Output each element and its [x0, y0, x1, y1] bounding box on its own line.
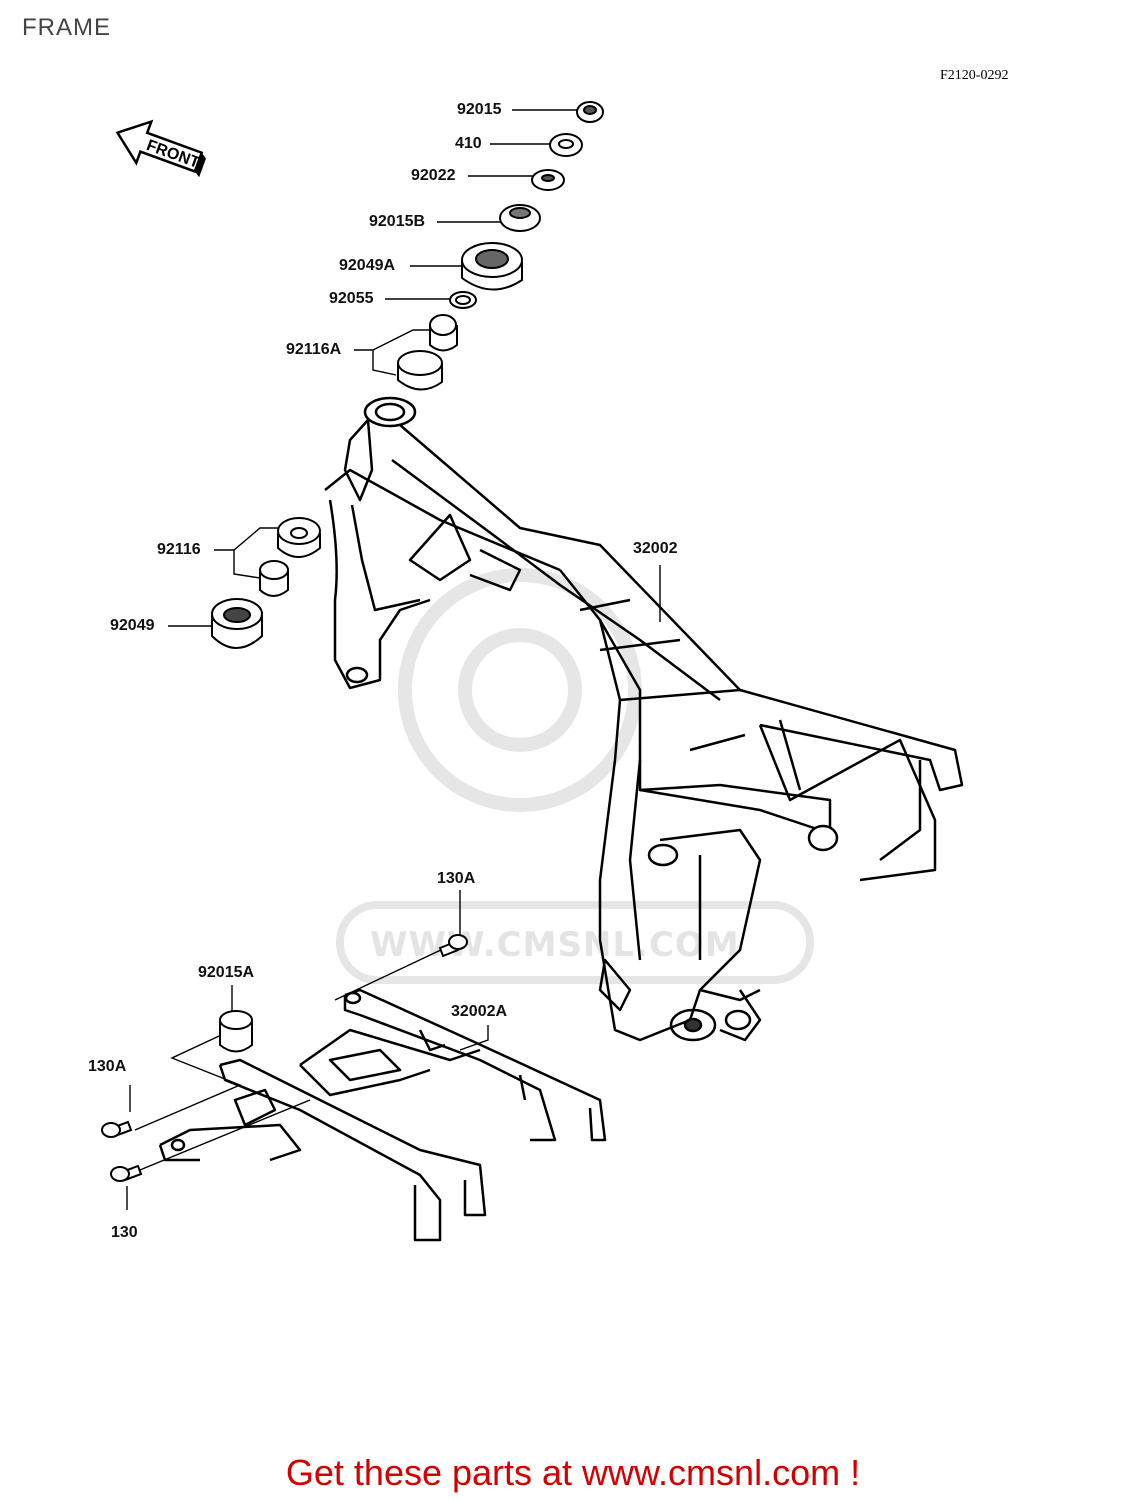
watermark-badge [336, 901, 814, 984]
bolt-130A-top [438, 934, 468, 958]
nut-92015 [576, 101, 604, 123]
bolt-130A-left [101, 1120, 133, 1138]
washer-410 [549, 133, 583, 157]
callout-410: 410 [455, 135, 482, 152]
callout-130: 130 [111, 1224, 138, 1241]
bearing-92116A [429, 314, 458, 352]
front-arrow-icon: FRONT [115, 119, 206, 178]
race-92116 [277, 517, 321, 558]
ring-92055 [449, 291, 477, 309]
race-92116A [397, 350, 443, 391]
callout-92015B: 92015B [369, 213, 426, 230]
washer-92022 [531, 169, 565, 191]
callout-92116A: 92116A [286, 341, 342, 358]
leader-lines [126, 109, 661, 1210]
callout-92015A: 92015A [198, 964, 255, 981]
watermark: WWW.CMSNL.COM [370, 925, 740, 965]
steering-parts [211, 101, 604, 649]
callout-32002A: 32002A [451, 1003, 508, 1020]
callout-92015: 92015 [457, 101, 502, 118]
nut-92015B [499, 204, 541, 232]
callout-92022: 92022 [411, 167, 456, 184]
sub-frame-32002A [158, 988, 607, 1242]
watermark-logo [398, 568, 642, 812]
bearing-92116 [259, 560, 289, 597]
diagram-code: F2120-0292 [940, 68, 1009, 83]
callout-130A-left: 130A [88, 1058, 127, 1075]
callout-92049A: 92049A [339, 257, 396, 274]
bolt-130 [110, 1164, 143, 1182]
callout-92116: 92116 [157, 541, 201, 558]
footer-link[interactable]: Get these parts at www.cmsnl.com ! [285, 1452, 861, 1493]
page-title: FRAME [22, 14, 111, 41]
callout-32002: 32002 [633, 540, 678, 557]
seal-92049A [461, 242, 523, 291]
callout-92055: 92055 [329, 290, 374, 307]
callout-130A-top: 130A [437, 870, 476, 887]
main-frame-32002 [324, 396, 964, 1042]
collar-92015A [219, 1010, 253, 1053]
seal-92049 [211, 598, 263, 649]
callout-92049: 92049 [110, 617, 155, 634]
